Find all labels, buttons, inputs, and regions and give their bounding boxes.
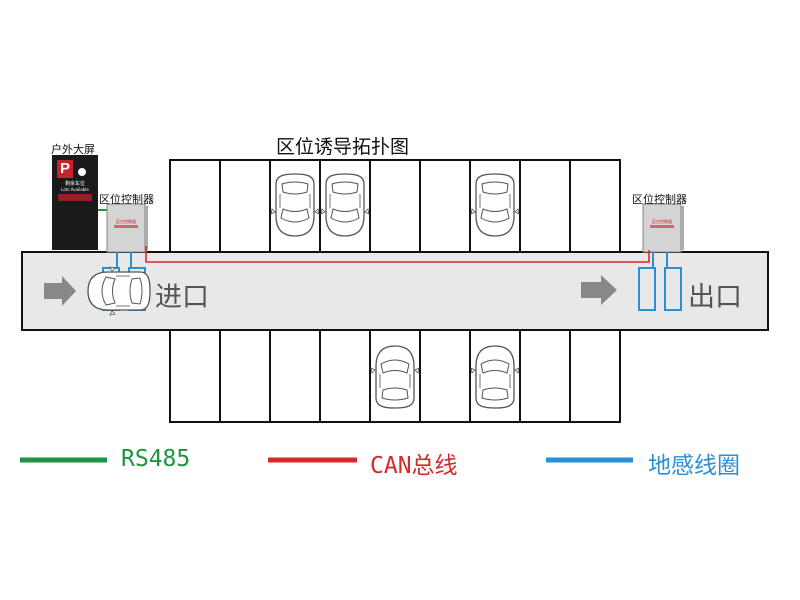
entrance-arrow-icon: [44, 276, 76, 306]
legend-coil-label: 地感线圈: [648, 453, 740, 479]
parked-car-icon: [320, 173, 370, 237]
screen-line2: Lots Available: [61, 187, 89, 192]
diagram-title: 区位诱导拓扑图: [276, 136, 410, 158]
legend-rs485-label: RS485: [121, 446, 191, 472]
exit-label: 出口: [688, 282, 742, 313]
entrance-label: 进口: [155, 282, 209, 313]
upper-parking-stalls: [169, 159, 621, 253]
parked-car-icon: [370, 345, 420, 409]
controller-box-left: [106, 203, 148, 253]
exit-loop-coil: [638, 252, 682, 311]
controller-right-device-text: 区位控制器: [652, 219, 672, 224]
parking-p-letter: P: [59, 160, 70, 177]
parked-car-icon: [470, 173, 520, 237]
outdoor-screen-label: 户外大屏: [51, 143, 95, 156]
parked-car-icon: [470, 345, 520, 409]
can-bus-line: [145, 246, 650, 263]
legend-can-label: CAN总线: [370, 453, 458, 479]
controller-right-label: 区位控制器: [632, 193, 687, 206]
exit-arrow-icon: [581, 275, 617, 305]
parked-car-icon: [270, 173, 320, 237]
outdoor-screen-icon: [52, 155, 98, 250]
entering-car-icon: [87, 266, 151, 316]
controller-box-right: [642, 203, 684, 253]
screen-line1: 剩余车位: [64, 181, 85, 187]
controller-left-device-text: 区位控制器: [116, 219, 136, 224]
controller-left-label: 区位控制器: [99, 193, 154, 206]
